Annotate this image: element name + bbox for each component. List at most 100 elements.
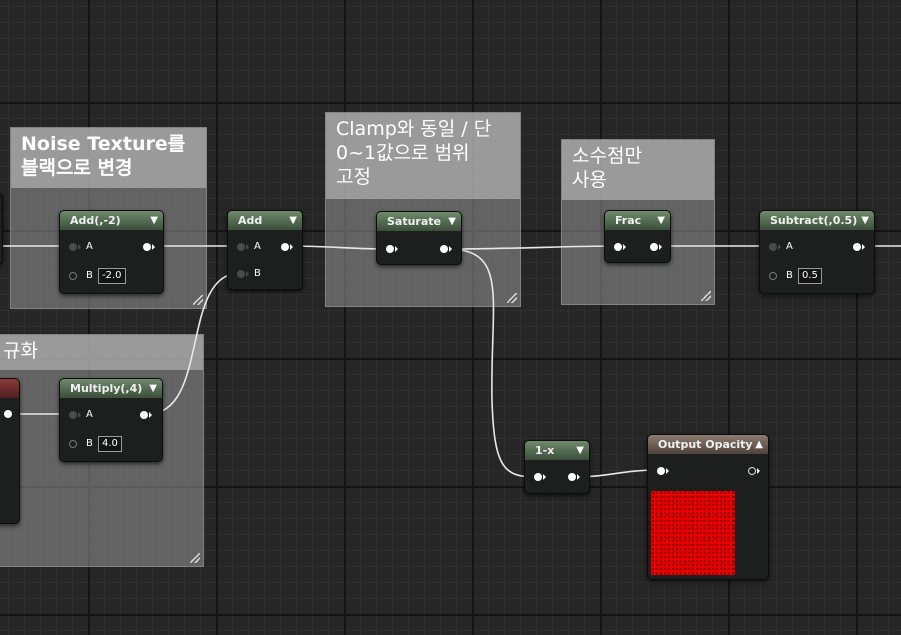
wire-multiply-to-add-b — [147, 272, 241, 415]
node-title: Frac — [615, 214, 642, 227]
node-title: Add(,-2) — [70, 214, 121, 227]
chevron-up-icon[interactable]: ▲ — [755, 439, 763, 450]
input-pin-icon[interactable] — [386, 245, 394, 253]
pin-label-b: B — [86, 438, 93, 449]
comment-box-clamp[interactable]: Clamp와 동일 / 단 0~1값으로 범위 고정 — [325, 112, 521, 307]
pin-label-a: A — [254, 241, 261, 252]
output-pin-icon[interactable] — [4, 410, 12, 418]
node-output-opacity[interactable]: Output Opacity ▲ — [647, 434, 769, 580]
output-pin-icon[interactable] — [853, 243, 861, 251]
pin-arrow-icon — [543, 474, 546, 480]
b-value-field[interactable]: -2.0 — [98, 268, 126, 284]
pin-label-b: B — [786, 270, 793, 281]
node-multiply[interactable]: Multiply(,4) ▼ A B 4.0 — [59, 378, 163, 462]
pin-arrow-icon — [862, 244, 865, 250]
comment-title-noise[interactable]: Noise Texture를 블랙으로 변경 — [11, 128, 206, 188]
node-header[interactable]: 1-x ▼ — [525, 441, 589, 460]
pin-arrow-icon — [78, 244, 81, 250]
offscreen-node-bottom[interactable] — [0, 378, 20, 524]
pin-label-b: B — [86, 270, 93, 281]
node-saturate[interactable]: Saturate ▼ — [376, 211, 462, 265]
comment-title-clamp[interactable]: Clamp와 동일 / 단 0~1값으로 범위 고정 — [326, 113, 520, 199]
pin-label-a: A — [86, 241, 93, 252]
comment-title-frac[interactable]: 소수점만 사용 — [562, 140, 714, 200]
pin-arrow-icon — [623, 244, 626, 250]
node-title: 1-x — [535, 444, 555, 457]
chevron-down-icon[interactable]: ▼ — [657, 215, 665, 226]
pin-arrow-icon — [778, 244, 781, 250]
input-pin-icon[interactable] — [534, 473, 542, 481]
input-pin-b-icon[interactable] — [69, 272, 77, 280]
pin-arrow-icon — [659, 244, 662, 250]
node-title: Output Opacity — [658, 438, 753, 451]
chevron-down-icon[interactable]: ▼ — [289, 215, 297, 226]
comment-box-noise[interactable]: Noise Texture를 블랙으로 변경 — [10, 127, 207, 309]
chevron-down-icon[interactable]: ▼ — [576, 445, 584, 456]
input-pin-a-icon[interactable] — [69, 411, 77, 419]
pin-arrow-icon — [290, 244, 293, 250]
pin-label-b: B — [254, 268, 261, 279]
input-pin-b-icon[interactable] — [69, 440, 77, 448]
node-title: Multiply(,4) — [70, 382, 143, 395]
pin-arrow-icon — [152, 244, 155, 250]
chevron-down-icon[interactable]: ▼ — [150, 215, 158, 226]
input-pin-icon[interactable] — [614, 243, 622, 251]
input-pin-a-icon[interactable] — [69, 243, 77, 251]
node-header[interactable]: Output Opacity ▲ — [648, 435, 768, 454]
node-header[interactable]: Add(,-2) ▼ — [60, 211, 163, 230]
node-header[interactable]: Saturate ▼ — [377, 212, 461, 231]
comment-title-normalize[interactable]: 규화 — [0, 335, 203, 370]
pin-arrow-icon — [246, 271, 249, 277]
resize-handle-icon[interactable] — [190, 553, 200, 563]
input-pin-b-icon[interactable] — [769, 272, 777, 280]
chevron-down-icon[interactable]: ▼ — [149, 383, 157, 394]
chevron-down-icon[interactable]: ▼ — [861, 215, 869, 226]
wire-saturate-to-one-minus — [446, 248, 538, 478]
wire-saturate-to-frac — [446, 245, 621, 250]
input-pin-b-icon[interactable] — [237, 270, 245, 278]
pin-arrow-icon — [246, 244, 249, 250]
output-pin-icon[interactable] — [748, 467, 756, 475]
node-title: Add — [238, 214, 263, 227]
pin-arrow-icon — [757, 468, 760, 474]
wire-add-to-saturate — [287, 245, 391, 250]
pin-arrow-icon — [149, 412, 152, 418]
pin-arrow-icon — [395, 246, 398, 252]
resize-handle-icon[interactable] — [507, 293, 517, 303]
offscreen-node-header — [0, 379, 19, 398]
node-one-minus[interactable]: 1-x ▼ — [524, 440, 590, 494]
input-pin-icon[interactable] — [657, 467, 665, 475]
b-value-field[interactable]: 4.0 — [98, 436, 122, 452]
pin-arrow-icon — [78, 412, 81, 418]
node-add[interactable]: Add ▼ A B — [227, 210, 303, 290]
node-header[interactable]: Add ▼ — [228, 211, 302, 230]
node-title: Subtract(,0.5) — [770, 214, 858, 227]
pin-arrow-icon — [666, 468, 669, 474]
node-subtract[interactable]: Subtract(,0.5) ▼ A B 0.5 — [759, 210, 875, 294]
output-pin-icon[interactable] — [140, 411, 148, 419]
pin-arrow-icon — [577, 474, 580, 480]
chevron-down-icon[interactable]: ▼ — [448, 216, 456, 227]
output-pin-icon[interactable] — [650, 243, 658, 251]
pin-label-a: A — [786, 241, 793, 252]
node-header[interactable]: Multiply(,4) ▼ — [60, 379, 162, 398]
node-add-neg2[interactable]: Add(,-2) ▼ A B -2.0 — [59, 210, 164, 294]
node-title: Saturate — [387, 215, 442, 228]
node-header[interactable]: Subtract(,0.5) ▼ — [760, 211, 874, 230]
input-pin-a-icon[interactable] — [769, 243, 777, 251]
pin-label-a: A — [86, 409, 93, 420]
pin-arrow-icon — [449, 246, 452, 252]
offscreen-node-top[interactable] — [0, 193, 3, 265]
node-header[interactable]: Frac ▼ — [605, 211, 670, 230]
opacity-preview-image — [651, 491, 735, 575]
input-pin-a-icon[interactable] — [237, 243, 245, 251]
output-pin-icon[interactable] — [143, 243, 151, 251]
resize-handle-icon[interactable] — [193, 295, 203, 305]
node-frac[interactable]: Frac ▼ — [604, 210, 671, 263]
output-pin-icon[interactable] — [440, 245, 448, 253]
output-pin-icon[interactable] — [568, 473, 576, 481]
b-value-field[interactable]: 0.5 — [798, 268, 822, 284]
comment-box-frac[interactable]: 소수점만 사용 — [561, 139, 715, 305]
resize-handle-icon[interactable] — [701, 291, 711, 301]
output-pin-icon[interactable] — [281, 243, 289, 251]
